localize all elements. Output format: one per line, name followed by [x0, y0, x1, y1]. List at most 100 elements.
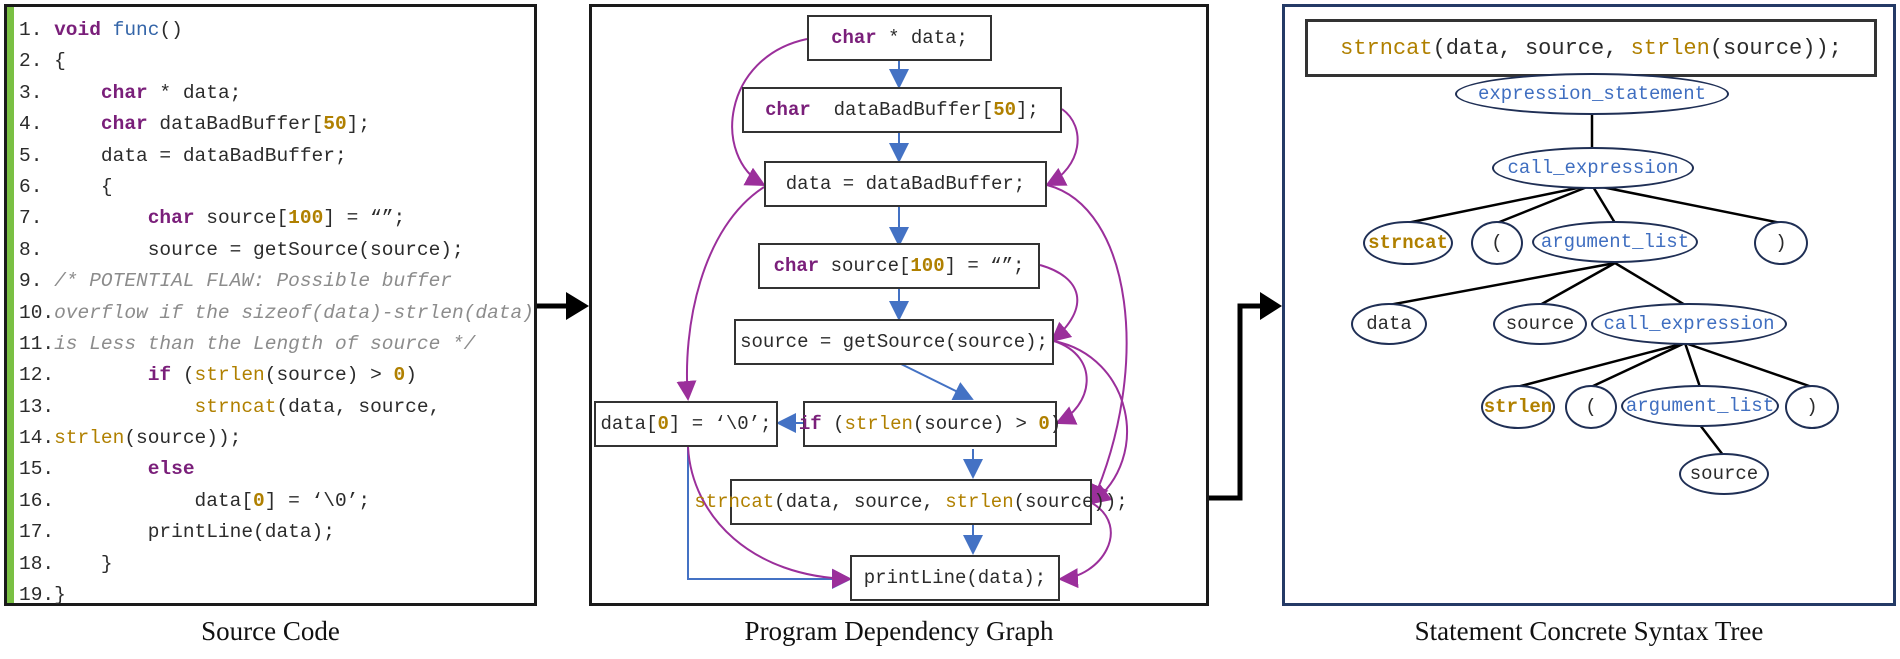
code-line: 12. if (strlen(source) > 0) — [19, 364, 417, 387]
cst-node-data: data — [1351, 303, 1427, 345]
pdg-edges — [676, 38, 1128, 589]
pdg-node-printline: printLine(data); — [850, 555, 1060, 601]
cst-node-label: source — [1689, 463, 1759, 485]
cst-node-label: ) — [1806, 396, 1818, 418]
code-line: 1. void func() — [19, 19, 183, 41]
pdg-node-label: printLine(data); — [863, 567, 1047, 589]
cst-edge — [1590, 184, 1617, 224]
code-line: 14.strlen(source)); — [19, 427, 242, 450]
cst-node-argument-list: argument_list — [1532, 221, 1698, 263]
cst-node-label: ( — [1585, 396, 1597, 418]
cst-node-call-expression: call_expression — [1492, 147, 1694, 189]
pdg-node-decl-buffer: char dataBadBuffer[50]; — [742, 87, 1062, 133]
ctrl-edge-7-9 — [687, 447, 852, 589]
cst-edge — [1590, 341, 1686, 389]
data-edge-5-8 — [1053, 340, 1128, 505]
cst-node-label: source — [1505, 313, 1575, 335]
code-line: 4. char dataBadBuffer[50]; — [19, 113, 371, 136]
cst-node-label: strlen — [1483, 396, 1553, 418]
cst-node-strlen: strlen — [1481, 385, 1555, 429]
pdg-panel: char * data; char dataBadBuffer[50]; dat… — [589, 4, 1209, 606]
cst-node-source: source — [1493, 303, 1587, 345]
code-line: 7. char source[100] = “”; — [19, 207, 406, 230]
source-code-panel: 1. void func() 2. { 3. char * data; 4. char… — [4, 4, 537, 606]
cst-edge — [1516, 341, 1686, 389]
data-edge-7-9 — [687, 446, 852, 589]
pdg-node-label: data[0] = ‘\0’; — [600, 413, 772, 435]
cst-node-label: data — [1366, 313, 1412, 335]
cst-node-label: ( — [1491, 232, 1503, 254]
cst-node-label: strncat — [1368, 232, 1448, 254]
cst-node-label: ) — [1775, 232, 1787, 254]
arrow-pdg-to-cst-head — [1260, 292, 1282, 320]
code-line: 13. strncat(data, source, — [19, 395, 441, 418]
cst-node-label: argument_list — [1625, 395, 1775, 417]
data-edge-4-5 — [1039, 264, 1079, 343]
cst-node-rparen-inner: ) — [1785, 385, 1839, 429]
cst-node-expression-statement: expression_statement — [1455, 73, 1729, 115]
data-edge-3-7 — [676, 186, 765, 401]
cst-edge — [1699, 424, 1724, 456]
code-line: 19.} — [19, 584, 66, 607]
data-edge-1-3 — [731, 38, 808, 186]
ctrl-edge-5-6 — [898, 362, 974, 401]
pdg-node-null-term: data[0] = ‘\0’; — [594, 401, 778, 447]
code-line: 18. } — [19, 552, 113, 575]
code-line: 8. source = getSource(source); — [19, 238, 464, 261]
arrow-pdg-to-cst — [1193, 303, 1262, 501]
code-gutter-bar — [7, 7, 14, 603]
cst-node-label: argument_list — [1540, 231, 1690, 253]
arrow-code-to-pdg-head — [566, 292, 589, 320]
cst-node-strncat: strncat — [1363, 221, 1453, 265]
cst-edge — [1406, 183, 1593, 225]
code-line: 2. { — [19, 50, 66, 73]
data-edge-5-6 — [1053, 340, 1088, 425]
cst-edge — [1614, 261, 1686, 307]
pdg-node-decl-data: char * data; — [807, 15, 992, 61]
caption-pdg: Program Dependency Graph — [744, 616, 1054, 646]
cst-node-label: call_expression — [1507, 157, 1679, 179]
code-line: 3. char * data; — [19, 81, 242, 104]
code-line: 15. else — [19, 458, 195, 481]
caption-cst: Statement Concrete Syntax Tree — [1414, 616, 1764, 646]
cst-edge — [1591, 183, 1782, 225]
cst-edge — [1684, 341, 1813, 389]
pdg-node-label: if (strlen(source) > 0) — [798, 413, 1062, 435]
code-line: 17. printLine(data); — [19, 521, 335, 544]
code-line: 16. data[0] = ‘\0’; — [19, 489, 371, 512]
caption-source-code: Source Code — [201, 616, 340, 646]
cst-node-call-expression-inner: call_expression — [1591, 303, 1787, 345]
cst-edges — [1388, 111, 1813, 456]
pdg-node-decl-source: char source[100] = “”; — [758, 243, 1040, 289]
cst-node-source-inner: source — [1679, 453, 1769, 495]
code-listing: 1. void func() 2. { 3. char * data; 4. char… — [19, 15, 534, 606]
cst-node-lparen-inner: ( — [1565, 385, 1617, 429]
pdg-node-if: if (strlen(source) > 0) — [799, 401, 1061, 447]
data-edge-3-8 — [1046, 184, 1128, 505]
code-line: 6. { — [19, 175, 113, 198]
cst-statement: strncat(data, source, strlen(source)); — [1305, 19, 1877, 77]
pdg-node-label: source = getSource(source); — [740, 331, 1048, 353]
pdg-node-label: char * data; — [831, 27, 968, 49]
cst-edge — [1496, 183, 1593, 225]
pdg-node-assign-data: data = dataBadBuffer; — [764, 161, 1047, 207]
pdg-node-strncat: strncat(data, source, strlen(source)); — [694, 479, 1128, 525]
cst-node-label: call_expression — [1603, 313, 1775, 335]
code-line: 11.is Less than the Length of source */ — [19, 332, 476, 355]
pdg-node-label: strncat(data, source, strlen(source)); — [694, 491, 1128, 513]
cst-node-label: expression_statement — [1477, 83, 1707, 105]
cst-node-argument-list-inner: argument_list — [1621, 385, 1779, 427]
cst-panel: strncat(data, source, strlen(source)); e… — [1282, 4, 1896, 606]
pdg-node-get-source: source = getSource(source); — [734, 319, 1054, 365]
cst-edge — [1683, 342, 1702, 388]
pdg-node-label: data = dataBadBuffer; — [785, 173, 1026, 195]
cst-node-lparen: ( — [1471, 221, 1523, 265]
code-line: 9. /* POTENTIAL FLAW: Possible buffer — [19, 270, 452, 293]
data-edge-8-9 — [1058, 502, 1112, 589]
code-line: 5. data = dataBadBuffer; — [19, 144, 347, 167]
data-edge-2-3 — [1045, 108, 1079, 186]
pdg-node-label: char source[100] = “”; — [773, 255, 1025, 277]
code-line: 10.overflow if the sizeof(data)-strlen(d… — [19, 301, 534, 324]
pdg-node-label: char dataBadBuffer[50]; — [765, 99, 1039, 121]
